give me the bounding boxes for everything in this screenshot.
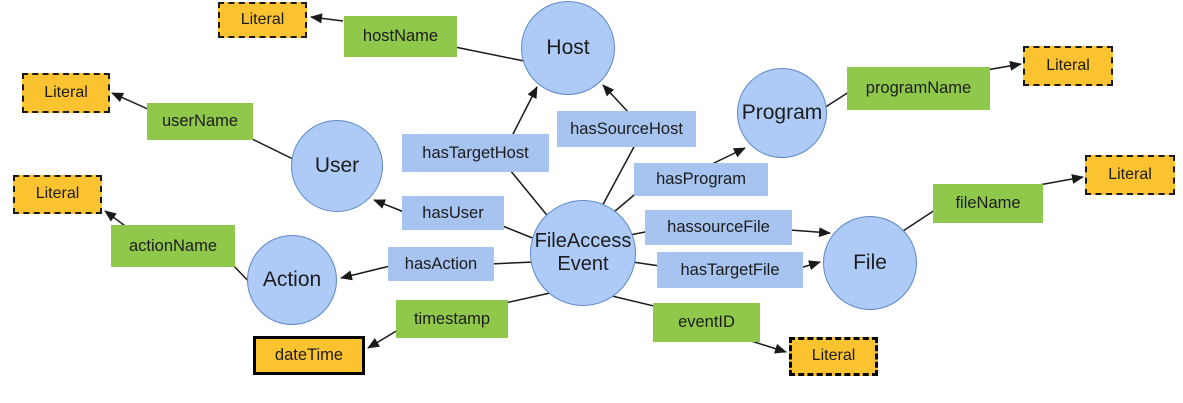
edge-hastargethost-host: [511, 86, 538, 137]
object-property-has-source-host: hasSourceHost: [557, 111, 696, 147]
literal-node-file: Literal: [1085, 155, 1175, 195]
edge-fae-hassourcehost: [599, 144, 636, 211]
literal-node-event: Literal: [789, 337, 878, 376]
class-node-file: File: [823, 216, 917, 310]
class-node-program: Program: [737, 68, 827, 158]
class-node-host: Host: [521, 1, 615, 95]
edge-hostname-literal: [310, 13, 344, 24]
data-property-event-id: eventID: [653, 303, 760, 342]
edge-username-literal: [111, 92, 151, 111]
object-property-has-source-file: hassourceFile: [645, 210, 792, 245]
edge-hasuser-user: [373, 199, 405, 213]
object-property-has-action: hasAction: [388, 247, 494, 281]
edge-fae-hasuser: [499, 224, 536, 240]
class-node-action: Action: [247, 235, 337, 325]
edge-file-filename: [902, 207, 939, 232]
literal-node-user: Literal: [22, 73, 110, 113]
edge-fae-hastargetfile: [631, 261, 661, 267]
edge-hassourcehost-host: [602, 84, 630, 114]
edge-hasaction-action: [340, 265, 391, 281]
data-property-program-name: programName: [847, 67, 990, 110]
literal-node-host: Literal: [218, 2, 307, 38]
edge-host-hostname: [454, 46, 525, 62]
edge-eventid-literal: [747, 339, 787, 354]
edge-user-username: [249, 137, 296, 161]
data-property-user-name: userName: [147, 103, 253, 140]
edge-fae-timestamp: [504, 292, 551, 304]
data-property-action-name: actionName: [111, 225, 235, 267]
object-property-has-user: hasUser: [402, 196, 504, 230]
data-property-file-name: fileName: [933, 184, 1043, 223]
datatype-node-datetime: dateTime: [253, 336, 365, 375]
edge-fae-hasaction: [489, 261, 535, 265]
data-property-host-name: hostName: [344, 16, 457, 57]
edge-fae-eventid: [611, 295, 659, 308]
object-property-has-target-file: hasTargetFile: [657, 252, 803, 288]
edge-hassourcefile-file: [789, 227, 831, 238]
edge-hastargetfile-file: [799, 260, 821, 270]
object-property-has-target-host: hasTargetHost: [402, 134, 549, 172]
class-node-user: User: [291, 120, 383, 212]
literal-node-action: Literal: [13, 175, 102, 214]
class-node-file-access-event: FileAccess Event: [530, 200, 636, 306]
literal-node-program: Literal: [1023, 46, 1113, 86]
object-property-has-program: hasProgram: [634, 163, 768, 196]
edge-timestamp-datetime: [367, 329, 399, 349]
edge-hasprogram-program: [709, 147, 746, 166]
data-property-timestamp: timestamp: [396, 300, 508, 338]
